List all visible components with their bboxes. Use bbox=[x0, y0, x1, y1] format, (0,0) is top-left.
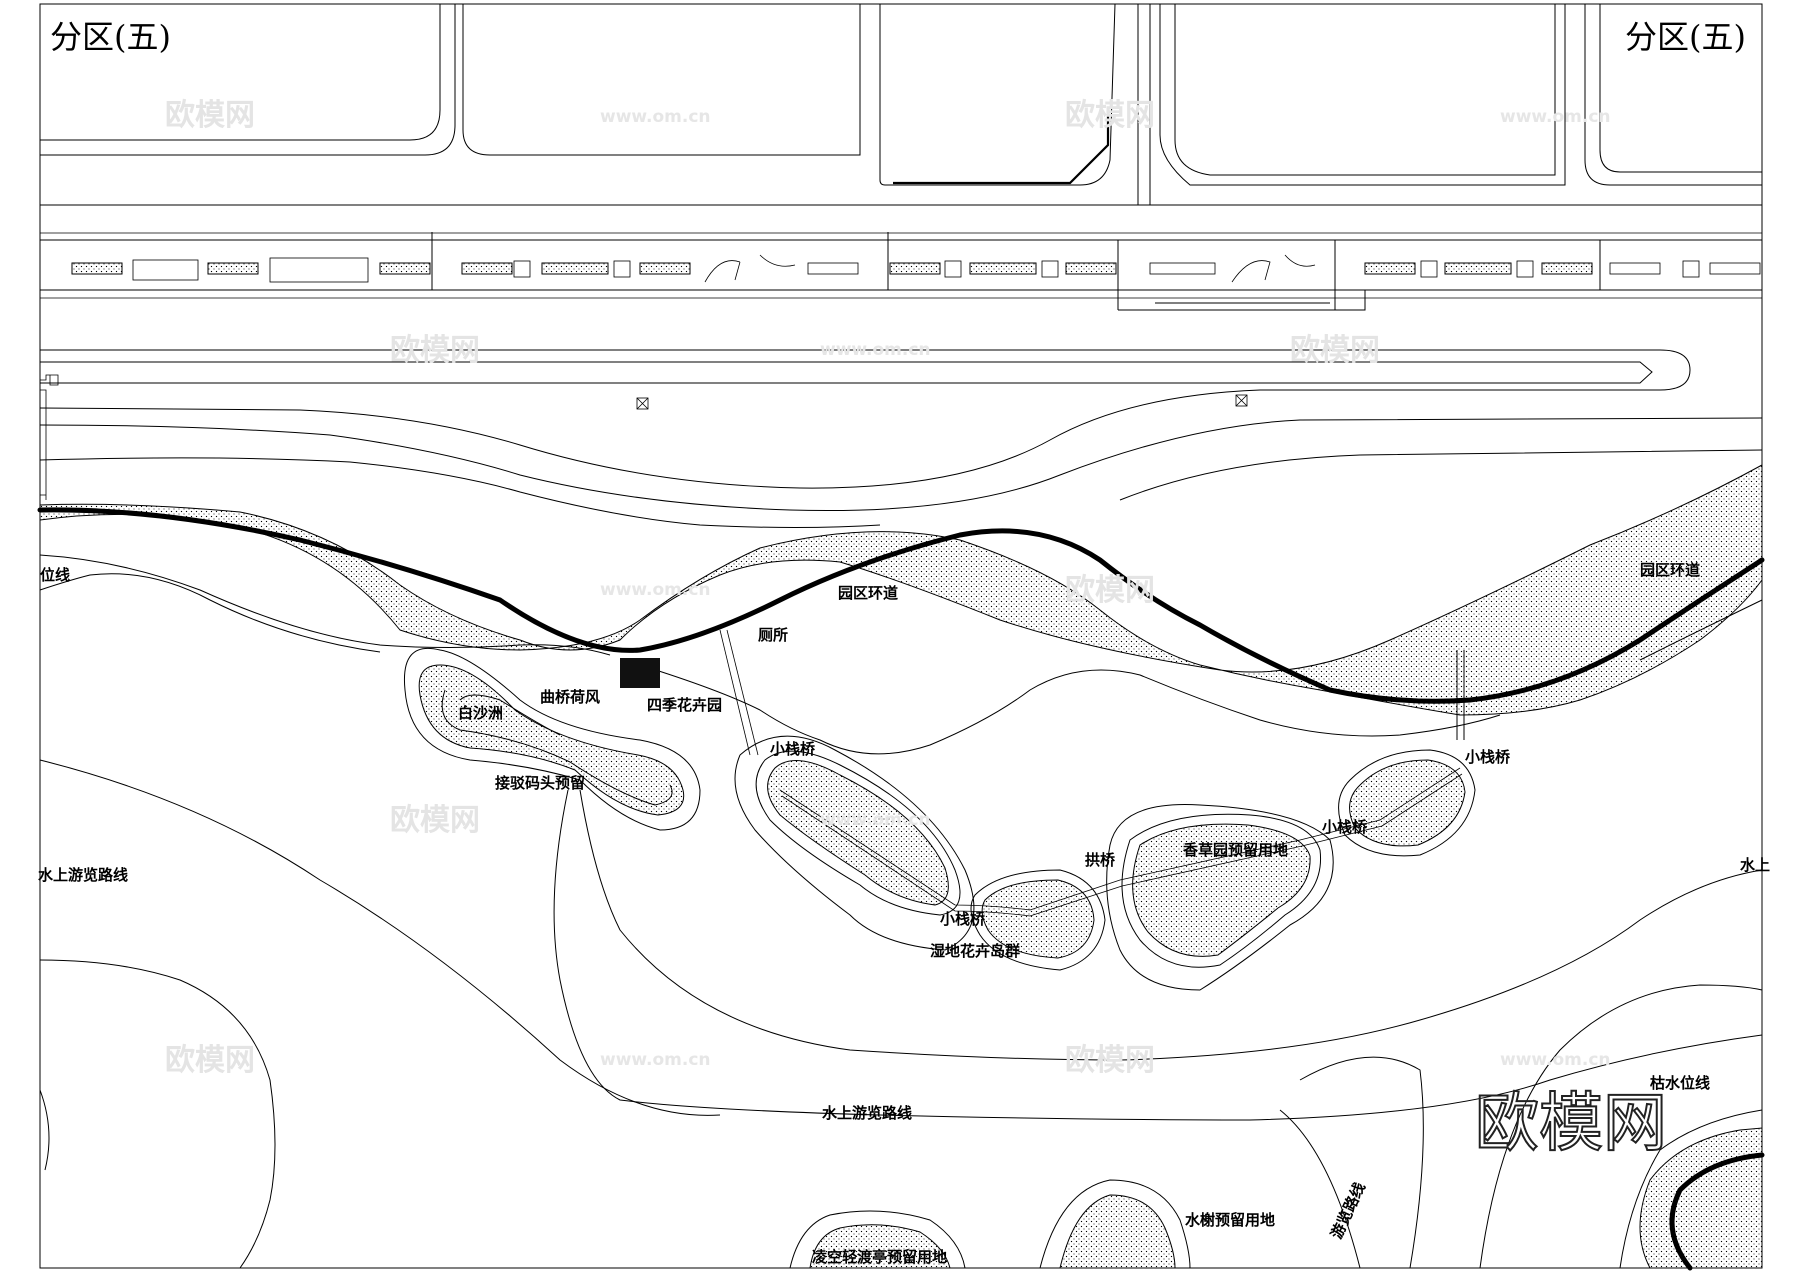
label-toilet: 厕所 bbox=[758, 626, 788, 644]
zone-title-right: 分区(五) bbox=[1625, 18, 1746, 56]
riverbank-park bbox=[37, 464, 1765, 756]
watermark: 欧模网 bbox=[165, 1043, 255, 1078]
median-strip bbox=[40, 232, 1762, 311]
label-water-tour: 水上游览路线 bbox=[822, 1104, 912, 1122]
label-pavilion-reserve: 凌空轻渡亭预留用地 bbox=[812, 1248, 947, 1266]
watermark: 欧模网 bbox=[1290, 333, 1380, 368]
watermark: 欧模网 bbox=[390, 333, 480, 368]
label-trestle: 小栈桥 bbox=[1322, 818, 1368, 836]
label-water-tour-partial: 水上 bbox=[1740, 856, 1770, 874]
watermark: 欧模网 bbox=[1065, 573, 1155, 608]
label-water-tour: 水上游览路线 bbox=[38, 866, 128, 884]
label-ring-road: 园区环道 bbox=[838, 584, 898, 602]
watermark-url: www.om.cn bbox=[820, 810, 931, 830]
label-wetland-islands: 湿地花卉岛群 bbox=[930, 942, 1020, 960]
watermark: 欧模网 bbox=[1065, 98, 1155, 133]
label-ring-road: 园区环道 bbox=[1640, 561, 1700, 579]
watermark: 欧模网 bbox=[390, 803, 480, 838]
watermark: 欧模网 bbox=[1065, 1043, 1155, 1078]
label-trestle: 小栈桥 bbox=[1465, 748, 1511, 766]
water-lines bbox=[39, 759, 1765, 1271]
label-four-season-garden: 四季花卉园 bbox=[647, 696, 722, 714]
city-blocks bbox=[40, 3, 1762, 206]
watermark-url: www.om.cn bbox=[600, 580, 711, 600]
label-trestle: 小栈桥 bbox=[940, 910, 986, 928]
wetland-islands bbox=[734, 735, 1476, 991]
label-trestle: 小栈桥 bbox=[770, 740, 816, 758]
watermark-url: www.om.cn bbox=[1500, 107, 1611, 127]
watermark-logo: 欧模网 bbox=[1475, 1087, 1667, 1161]
pavilion-plan bbox=[620, 658, 660, 688]
road-lines bbox=[39, 349, 1763, 528]
label-waterside-pavilion: 水榭预留用地 bbox=[1185, 1211, 1275, 1229]
label-curved-bridge: 曲桥荷风 bbox=[540, 688, 600, 706]
watermarks: 欧模网 www.om.cn 欧模网 www.om.cn 欧模网 www.om.c… bbox=[165, 98, 1668, 1162]
white-sand-islet bbox=[403, 648, 701, 831]
watermark-url: www.om.cn bbox=[1500, 1050, 1611, 1070]
zone-title-left: 分区(五) bbox=[50, 18, 171, 56]
watermark-url: www.om.cn bbox=[600, 107, 711, 127]
label-arch-bridge: 拱桥 bbox=[1085, 851, 1116, 869]
watermark-url: www.om.cn bbox=[600, 1050, 711, 1070]
watermark: 欧模网 bbox=[165, 98, 255, 133]
label-dry-water-line: 枯水位线 bbox=[1650, 1074, 1710, 1092]
map-labels: 园区环道 园区环道 厕所 四季花卉园 曲桥荷风 白沙洲 接驳码头预留 小栈桥 小… bbox=[38, 561, 1770, 1266]
label-line-partial: 位线 bbox=[40, 566, 70, 584]
watermark-url: www.om.cn bbox=[820, 340, 931, 360]
label-ferry-dock: 接驳码头预留 bbox=[495, 774, 585, 792]
label-herb-garden: 香草园预留用地 bbox=[1183, 841, 1288, 859]
label-white-sand-islet: 白沙洲 bbox=[458, 704, 503, 722]
